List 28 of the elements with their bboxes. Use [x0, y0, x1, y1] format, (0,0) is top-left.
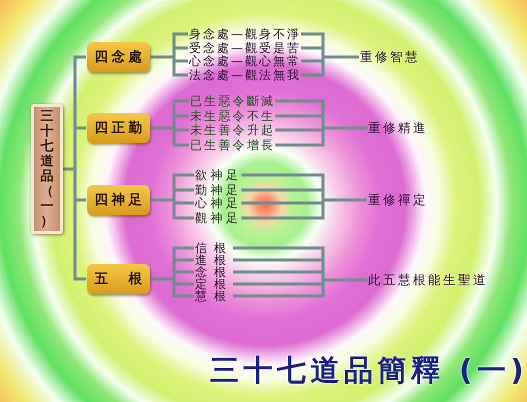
category-box: 五 根: [87, 264, 150, 294]
category-box: 四神足: [87, 185, 150, 215]
item-text: 觀神足: [195, 211, 242, 225]
category-box: 四正勤: [87, 113, 150, 143]
summary-text: 此五慧根能生聖道: [368, 272, 488, 288]
category-box: 四念處: [87, 42, 150, 72]
item-text: 身念處—觀身不淨: [189, 27, 301, 41]
item-text: 信根: [195, 241, 233, 255]
summary-text: 重修精進: [368, 120, 428, 136]
item-text: 受念處—觀受是苦: [189, 41, 301, 55]
item-text: 法念處—觀法無我: [189, 68, 301, 82]
vertical-label-box: 三十七道品（一）: [31, 104, 63, 234]
item-text: 未生善令升起: [190, 123, 276, 137]
item-text: 已生善令增長: [190, 138, 276, 152]
item-text: 念根: [195, 265, 233, 279]
item-text: 欲神足: [195, 168, 242, 182]
item-text: 慧根: [195, 289, 233, 303]
diagram-title: 三十七道品簡釋 (一): [210, 352, 527, 388]
item-text: 進根: [195, 253, 233, 267]
summary-text: 重修智慧: [360, 49, 420, 65]
summary-text: 重修禪定: [368, 192, 428, 208]
item-text: 心念處—觀心無常: [189, 54, 301, 68]
item-text: 勤神足: [195, 183, 242, 197]
item-text: 未生惡令不生: [190, 109, 276, 123]
item-text: 已生惡令斷滅: [190, 94, 276, 108]
connector-line: [275, 126, 367, 146]
item-text: 定根: [195, 277, 233, 291]
item-text: 心神足: [195, 196, 242, 210]
